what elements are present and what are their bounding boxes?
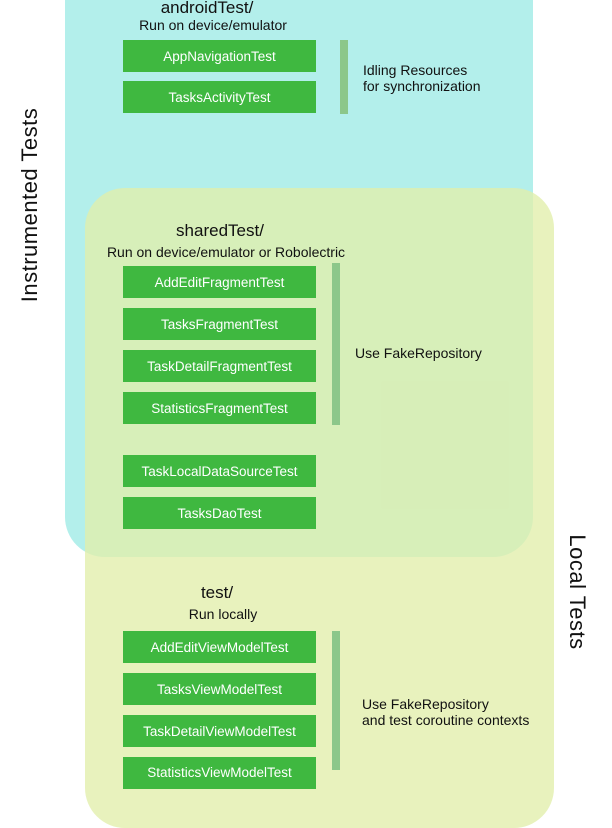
test-box-tasks-dao: TasksDaoTest <box>123 497 316 529</box>
test-box-app-navigation: AppNavigationTest <box>123 40 316 72</box>
local-tests-label: Local Tests <box>565 534 590 650</box>
android-test-bracket <box>340 40 348 114</box>
shared-test-note: Use FakeRepository <box>355 345 482 361</box>
test-box-task-detail-view-model: TaskDetailViewModelTest <box>123 715 316 747</box>
test-box-statistics-view-model: StatisticsViewModelTest <box>123 757 316 789</box>
test-box-tasks-activity: TasksActivityTest <box>123 81 316 113</box>
android-test-note-line2: for synchronization <box>363 78 481 94</box>
test-box-task-local-data-source: TaskLocalDataSourceTest <box>123 455 316 487</box>
test-box-task-detail-fragment: TaskDetailFragmentTest <box>123 350 316 382</box>
test-note-line1: Use FakeRepository <box>362 696 489 712</box>
test-box-tasks-fragment: TasksFragmentTest <box>123 308 316 340</box>
test-box-add-edit-view-model: AddEditViewModelTest <box>123 631 316 663</box>
test-title: test/ <box>200 583 234 602</box>
test-box-tasks-view-model: TasksViewModelTest <box>123 673 316 705</box>
android-test-title: androidTest/ <box>160 0 254 17</box>
test-subtitle: Run locally <box>188 606 258 622</box>
test-note-line2: and test coroutine contexts <box>362 712 530 728</box>
instrumented-tests-label: Instrumented Tests <box>17 107 42 303</box>
test-box-statistics-fragment: StatisticsFragmentTest <box>123 392 316 424</box>
android-test-note-line1: Idling Resources <box>363 62 468 78</box>
shared-test-bracket <box>332 263 340 425</box>
android-test-note: Idling Resources for synchronization <box>363 62 481 94</box>
test-note: Use FakeRepository and test coroutine co… <box>362 696 529 728</box>
shared-test-subtitle: Run on device/emulator or Robolectric <box>106 244 346 260</box>
test-box-add-edit-fragment: AddEditFragmentTest <box>123 266 316 298</box>
android-test-subtitle: Run on device/emulator <box>139 17 287 33</box>
shared-test-title: sharedTest/ <box>176 221 264 240</box>
test-bracket <box>332 631 340 770</box>
